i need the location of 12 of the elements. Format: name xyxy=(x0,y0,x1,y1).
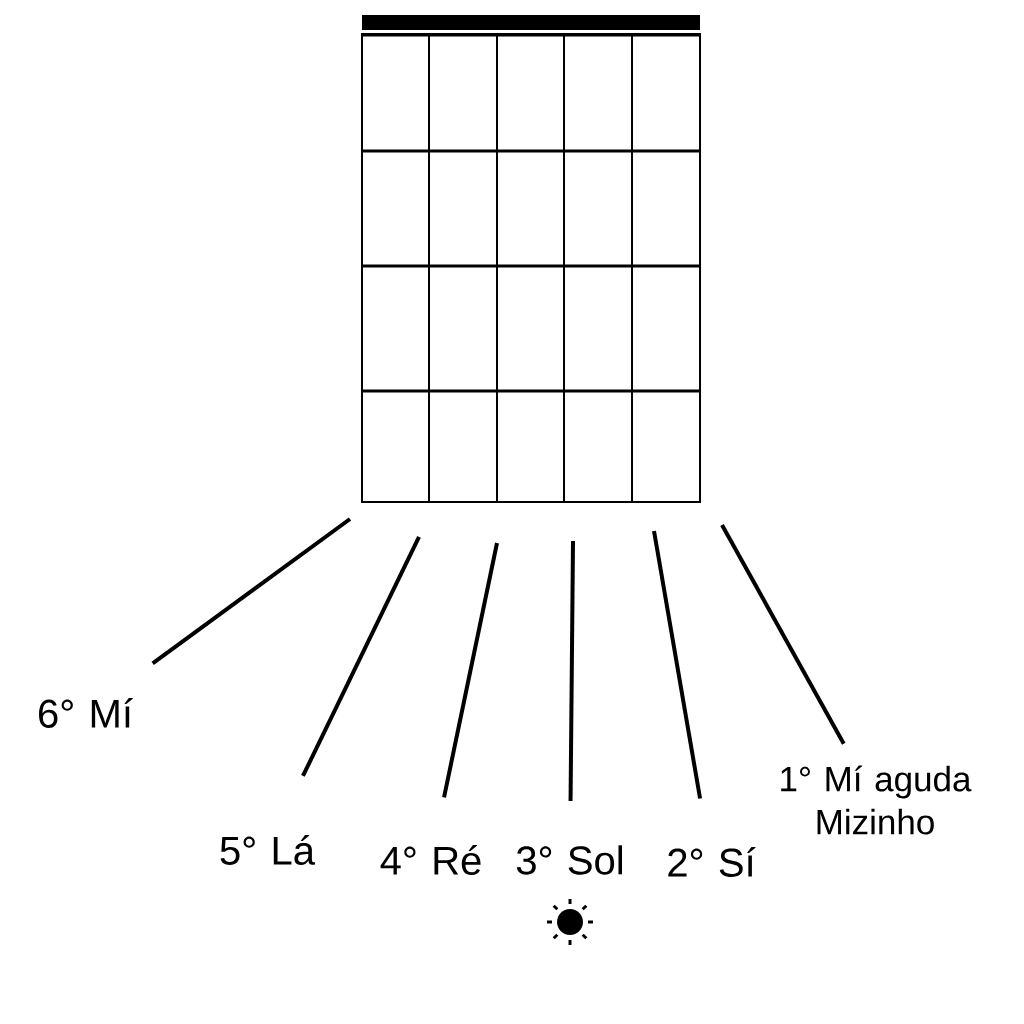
leader-line xyxy=(568,540,575,801)
leader-line xyxy=(720,524,846,745)
leader-line xyxy=(151,517,352,666)
string-label: 2° Sí xyxy=(668,847,756,877)
string-label: 4° Ré xyxy=(380,845,481,875)
leader-line xyxy=(442,542,499,798)
string-label: 1° Mí aguda Mizinho xyxy=(781,765,972,835)
leader-line xyxy=(301,536,421,777)
string-label: 5° Lá xyxy=(220,835,315,865)
string-label: 3° Sol xyxy=(516,845,622,875)
leader-line xyxy=(652,530,703,799)
string-label: 6° Mí xyxy=(39,698,133,728)
